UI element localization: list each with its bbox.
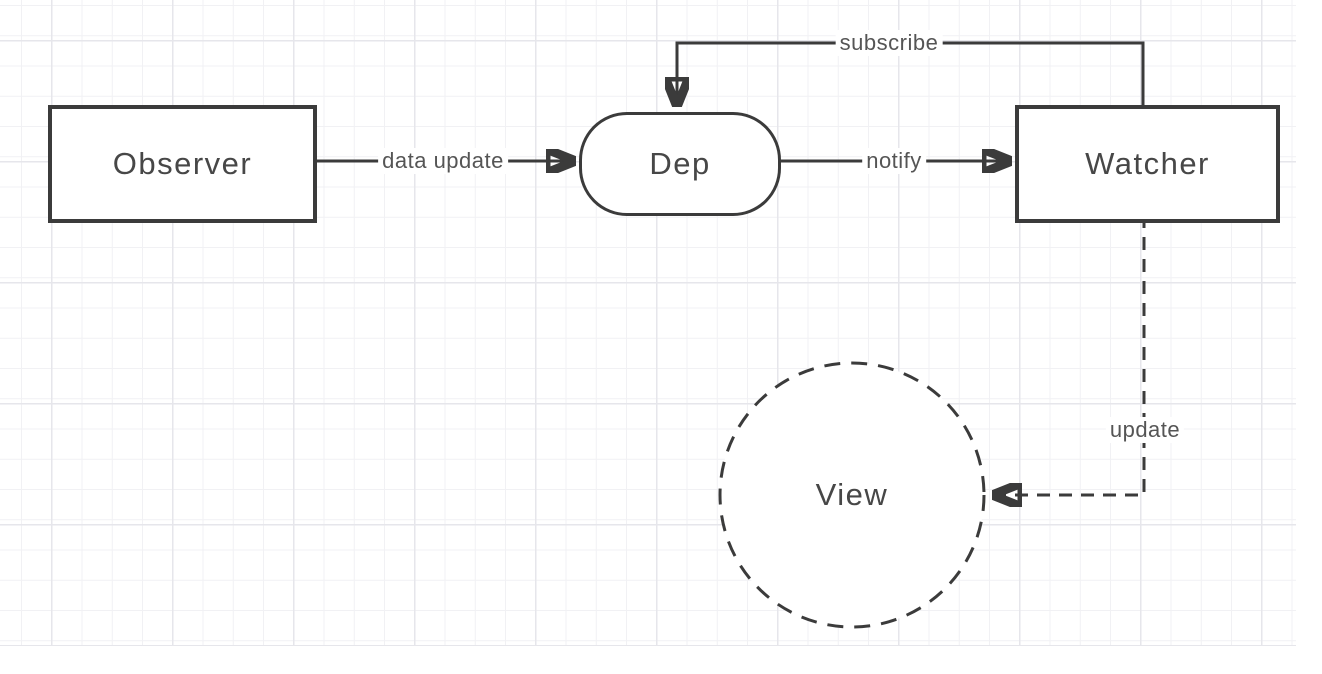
node-view-label: View <box>815 477 889 512</box>
node-dep-label: Dep <box>649 146 711 181</box>
dashed-circle-outline <box>718 361 986 629</box>
node-watcher[interactable]: Watcher <box>1015 105 1280 223</box>
node-observer-label: Observer <box>112 146 253 181</box>
edge-label-data-update[interactable]: data update <box>378 148 508 174</box>
edge-label-subscribe[interactable]: subscribe <box>835 30 943 56</box>
edge-label-notify[interactable]: notify <box>862 148 926 174</box>
edge-label-update[interactable]: update <box>1105 417 1185 443</box>
edge-update[interactable] <box>992 215 1146 495</box>
node-view[interactable]: View <box>718 361 986 629</box>
node-dep[interactable]: Dep <box>579 112 781 216</box>
node-watcher-label: Watcher <box>1085 146 1210 181</box>
node-observer[interactable]: Observer <box>48 105 317 223</box>
